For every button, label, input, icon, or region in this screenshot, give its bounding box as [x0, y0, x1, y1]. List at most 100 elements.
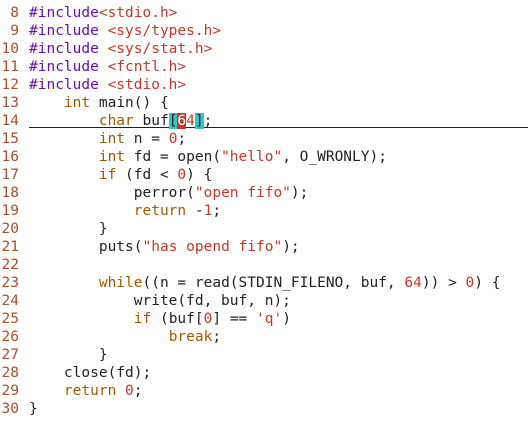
code-line[interactable]: 29 return 0;: [0, 382, 528, 400]
code-text[interactable]: close(fd);: [29, 364, 151, 382]
string-token: "open fifo": [194, 185, 291, 201]
code-token: puts(: [29, 239, 143, 255]
code-line[interactable]: 26 break;: [0, 328, 528, 346]
code-text[interactable]: #include <sys/types.h>: [29, 22, 221, 40]
code-token: [29, 203, 134, 219]
line-number: 30: [1, 401, 19, 417]
code-token: )) >: [421, 275, 466, 291]
code-token: [29, 275, 99, 291]
code-line[interactable]: 10 #include <sys/stat.h>: [0, 40, 528, 58]
line-number: 9: [10, 23, 19, 39]
preprocessor-token: #include: [29, 77, 108, 93]
code-line[interactable]: 27 }: [0, 346, 528, 364]
code-token: buf: [133, 113, 169, 129]
code-text[interactable]: int n = 0;: [29, 130, 186, 148]
code-line[interactable]: 19 return -1;: [0, 202, 528, 220]
number-token: 0: [125, 383, 134, 399]
code-line[interactable]: 8 #include<stdio.h>: [0, 4, 528, 22]
include-path-token: <sys/types.h>: [107, 23, 222, 39]
number-token: 0: [465, 275, 475, 291]
line-number: 21: [1, 239, 19, 255]
code-text[interactable]: int main() {: [29, 94, 169, 112]
line-number: 15: [1, 131, 19, 147]
code-text[interactable]: }: [29, 220, 108, 238]
code-text[interactable]: while((n = read(STDIN_FILENO, buf, 64)) …: [29, 274, 501, 292]
line-number: 10: [1, 41, 19, 57]
line-number: 13: [1, 95, 19, 111]
code-token: n =: [125, 131, 169, 147]
code-line[interactable]: 9 #include <sys/types.h>: [0, 22, 528, 40]
include-path-token: <fcntl.h>: [107, 59, 187, 75]
code-line[interactable]: 13 int main() {: [0, 94, 528, 112]
code-text[interactable]: }: [29, 400, 38, 418]
line-number: 27: [1, 347, 19, 363]
string-token: "has opend fifo": [142, 239, 283, 255]
line-number: 18: [1, 185, 19, 201]
code-token: [29, 311, 134, 327]
code-text[interactable]: return 0;: [29, 382, 143, 400]
number-token: 0: [168, 131, 178, 147]
code-line[interactable]: 11 #include <fcntl.h>: [0, 58, 528, 76]
code-token: [116, 383, 125, 399]
code-text[interactable]: int fd = open("hello", O_WRONLY);: [29, 148, 387, 166]
code-text[interactable]: write(fd, buf, n);: [29, 292, 291, 310]
code-text[interactable]: break;: [29, 328, 221, 346]
code-text[interactable]: #include <fcntl.h>: [29, 58, 186, 76]
code-token: fd = open(: [125, 149, 222, 165]
code-token: ;: [177, 131, 187, 147]
number-token: 1: [203, 203, 213, 219]
code-line[interactable]: 14 char buf[64];: [0, 112, 528, 130]
code-token: ;: [203, 113, 213, 129]
code-text[interactable]: if (buf[0] == 'q'): [29, 310, 291, 328]
keyword-token: return: [63, 383, 117, 399]
line-number: 11: [1, 59, 19, 75]
code-text[interactable]: if (fd < 0) {: [29, 166, 213, 184]
keyword-token: char: [98, 113, 134, 129]
code-line[interactable]: 17 if (fd < 0) {: [0, 166, 528, 184]
string-token: 'q': [256, 311, 283, 327]
line-number: 14: [1, 113, 19, 129]
code-text[interactable]: perror("open fifo");: [29, 184, 309, 202]
code-line[interactable]: 25 if (buf[0] == 'q'): [0, 310, 528, 328]
line-number: 28: [1, 365, 19, 381]
code-token: ) {: [474, 275, 501, 291]
code-token: }: [29, 347, 108, 363]
number-token: 0: [203, 311, 213, 327]
matching-bracket: ]: [194, 113, 204, 129]
code-line[interactable]: 18 perror("open fifo");: [0, 184, 528, 202]
code-token: -: [186, 203, 204, 219]
code-text[interactable]: #include <sys/stat.h>: [29, 40, 212, 58]
keyword-token: if: [98, 167, 117, 183]
line-number: 19: [1, 203, 19, 219]
keyword-token: if: [133, 311, 152, 327]
code-line[interactable]: 23 while((n = read(STDIN_FILENO, buf, 64…: [0, 274, 528, 292]
keyword-token: int: [63, 95, 91, 111]
code-line[interactable]: 28 close(fd);: [0, 364, 528, 382]
number-token: 64: [404, 275, 422, 291]
code-token: [29, 383, 64, 399]
code-token: );: [282, 239, 300, 255]
line-number: 25: [1, 311, 19, 327]
code-line[interactable]: 21 puts("has opend fifo");: [0, 238, 528, 256]
code-text[interactable]: return -1;: [29, 202, 221, 220]
preprocessor-token: #include: [29, 23, 108, 39]
include-path-token: <stdio.h>: [107, 77, 187, 93]
include-path-token: <stdio.h>: [98, 5, 178, 21]
keyword-token: while: [98, 275, 143, 291]
code-line[interactable]: 12#include <stdio.h>: [0, 76, 528, 94]
code-line[interactable]: 30}: [0, 400, 528, 418]
code-text[interactable]: }: [29, 346, 108, 364]
code-token: ): [282, 311, 291, 327]
code-line[interactable]: 16 int fd = open("hello", O_WRONLY);: [0, 148, 528, 166]
code-text[interactable]: char buf[64];: [29, 112, 212, 130]
code-text[interactable]: puts("has opend fifo");: [29, 238, 300, 256]
code-line[interactable]: 22: [0, 256, 528, 274]
code-line[interactable]: 24 write(fd, buf, n);: [0, 292, 528, 310]
code-text[interactable]: #include<stdio.h>: [29, 4, 177, 22]
code-line[interactable]: 15 int n = 0;: [0, 130, 528, 148]
code-line[interactable]: 20 }: [0, 220, 528, 238]
line-number: 8: [10, 5, 19, 21]
code-token: [29, 149, 99, 165]
code-text[interactable]: #include <stdio.h>: [29, 76, 186, 94]
